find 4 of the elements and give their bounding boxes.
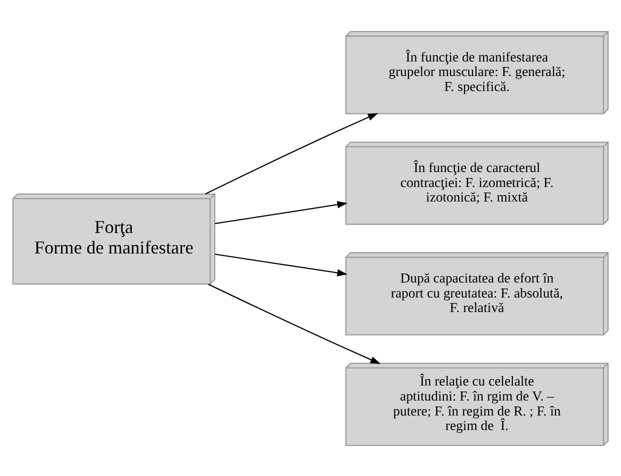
arrow bbox=[208, 283, 381, 364]
arrow bbox=[214, 200, 348, 224]
arrow bbox=[205, 112, 378, 194]
arrow bbox=[214, 253, 348, 276]
